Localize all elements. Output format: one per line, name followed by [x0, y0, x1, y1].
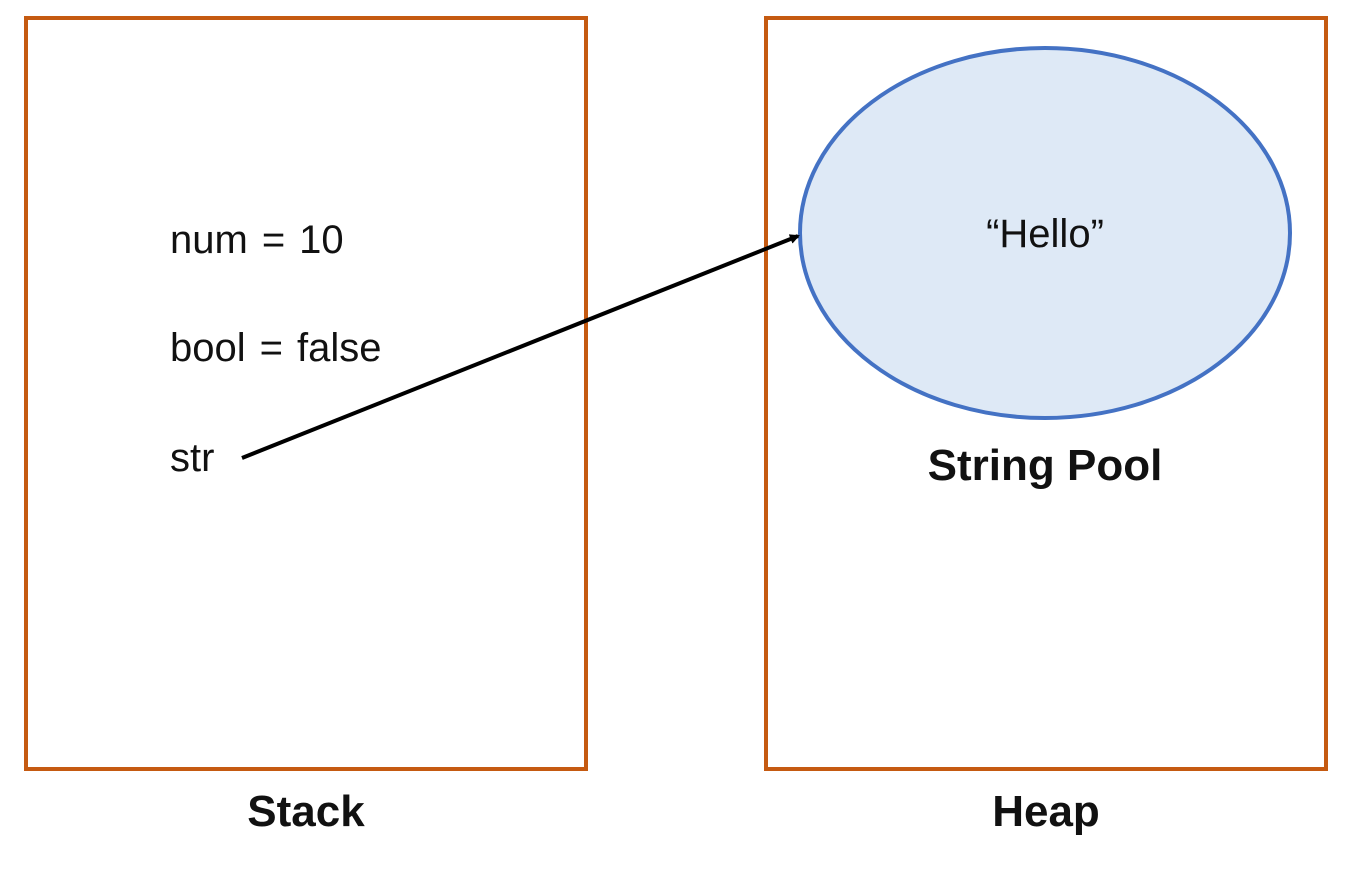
- assignment-operator: =: [259, 326, 283, 370]
- string-pool-label: String Pool: [927, 441, 1163, 490]
- reference-arrow: [241, 234, 800, 460]
- variable-name: bool: [170, 326, 246, 370]
- variable-value: false: [296, 326, 382, 370]
- stack-box: [24, 16, 588, 771]
- stack-variable-str: str: [170, 438, 214, 478]
- stack-variable-num: num = 10: [170, 220, 344, 260]
- variable-name: num: [170, 218, 248, 262]
- heap-caption: Heap: [992, 787, 1100, 836]
- variable-name: str: [170, 436, 215, 480]
- variable-value: 10: [299, 218, 344, 262]
- assignment-operator: =: [261, 218, 286, 262]
- string-pool-content: “Hello”: [986, 212, 1104, 256]
- stack-variable-bool: bool = false: [170, 328, 381, 368]
- string-pool-ellipse: [798, 46, 1292, 420]
- stack-caption: Stack: [247, 787, 365, 836]
